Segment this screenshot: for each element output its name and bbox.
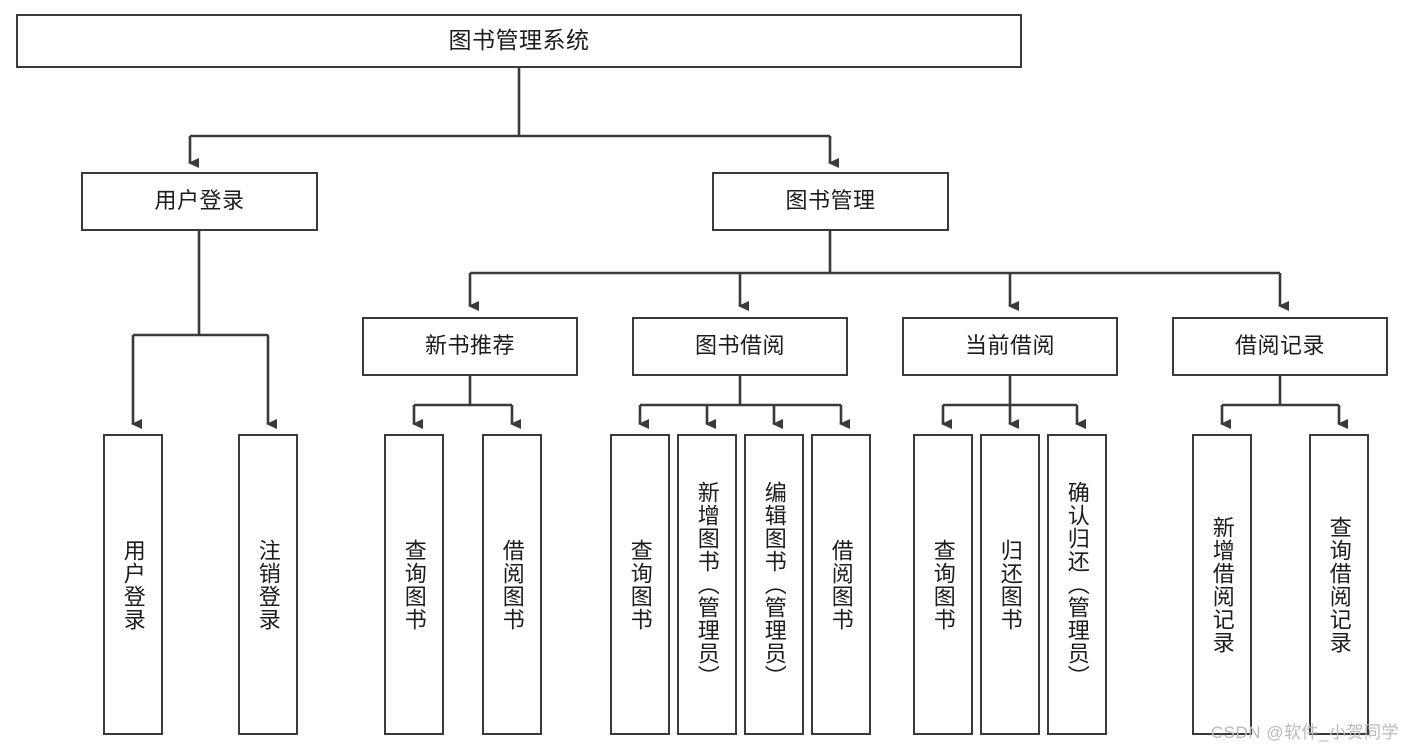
node-label: 借阅图书 — [828, 538, 854, 631]
leaf-recommend-borrow-book[interactable]: 借阅图书 — [482, 434, 542, 735]
leaf-borrow-edit-book[interactable]: 编辑图书（管理员） — [744, 434, 804, 735]
leaf-user-login-login[interactable]: 用户登录 — [103, 434, 163, 735]
node-label: 查询借阅记录 — [1326, 515, 1352, 654]
node-label: 新书推荐 — [424, 333, 515, 359]
node-label: 用户登录 — [154, 188, 245, 214]
leaf-borrow-query-book[interactable]: 查询图书 — [610, 434, 670, 735]
node-book-borrow[interactable]: 图书借阅 — [632, 317, 848, 376]
node-label: 查询图书 — [627, 538, 653, 631]
node-label: 确认归还（管理员） — [1064, 481, 1090, 688]
leaf-current-query-book[interactable]: 查询图书 — [913, 434, 973, 735]
node-user-login[interactable]: 用户登录 — [81, 172, 318, 231]
node-label: 借阅图书 — [499, 538, 525, 631]
leaf-recommend-query-book[interactable]: 查询图书 — [384, 434, 444, 735]
node-new-book-recommend[interactable]: 新书推荐 — [362, 317, 578, 376]
leaf-record-query-record[interactable]: 查询借阅记录 — [1309, 434, 1369, 735]
node-label: 查询图书 — [930, 538, 956, 631]
leaf-borrow-add-book[interactable]: 新增图书（管理员） — [677, 434, 737, 735]
node-label: 图书借阅 — [694, 333, 785, 359]
leaf-record-add-record[interactable]: 新增借阅记录 — [1192, 434, 1252, 735]
node-label: 查询图书 — [401, 538, 427, 631]
node-book-management[interactable]: 图书管理 — [712, 172, 949, 231]
leaf-current-confirm-return[interactable]: 确认归还（管理员） — [1047, 434, 1107, 735]
node-label: 借阅记录 — [1234, 333, 1325, 359]
node-label: 归还图书 — [997, 538, 1023, 631]
node-label: 用户登录 — [120, 538, 146, 631]
leaf-user-login-logout[interactable]: 注销登录 — [238, 434, 298, 735]
node-borrow-record[interactable]: 借阅记录 — [1172, 317, 1388, 376]
node-label: 新增图书（管理员） — [694, 481, 720, 688]
node-label: 图书管理系统 — [448, 27, 590, 54]
node-current-borrow[interactable]: 当前借阅 — [902, 317, 1118, 376]
watermark: CSDN @软件_小贺同学 — [1210, 723, 1399, 742]
node-label: 编辑图书（管理员） — [761, 481, 787, 688]
leaf-current-return-book[interactable]: 归还图书 — [980, 434, 1040, 735]
node-label: 新增借阅记录 — [1209, 515, 1235, 654]
node-label: 图书管理 — [785, 188, 876, 214]
node-label: 当前借阅 — [964, 333, 1055, 359]
node-label: 注销登录 — [255, 538, 281, 631]
leaf-borrow-borrow-book[interactable]: 借阅图书 — [811, 434, 871, 735]
node-root-system[interactable]: 图书管理系统 — [16, 14, 1022, 68]
